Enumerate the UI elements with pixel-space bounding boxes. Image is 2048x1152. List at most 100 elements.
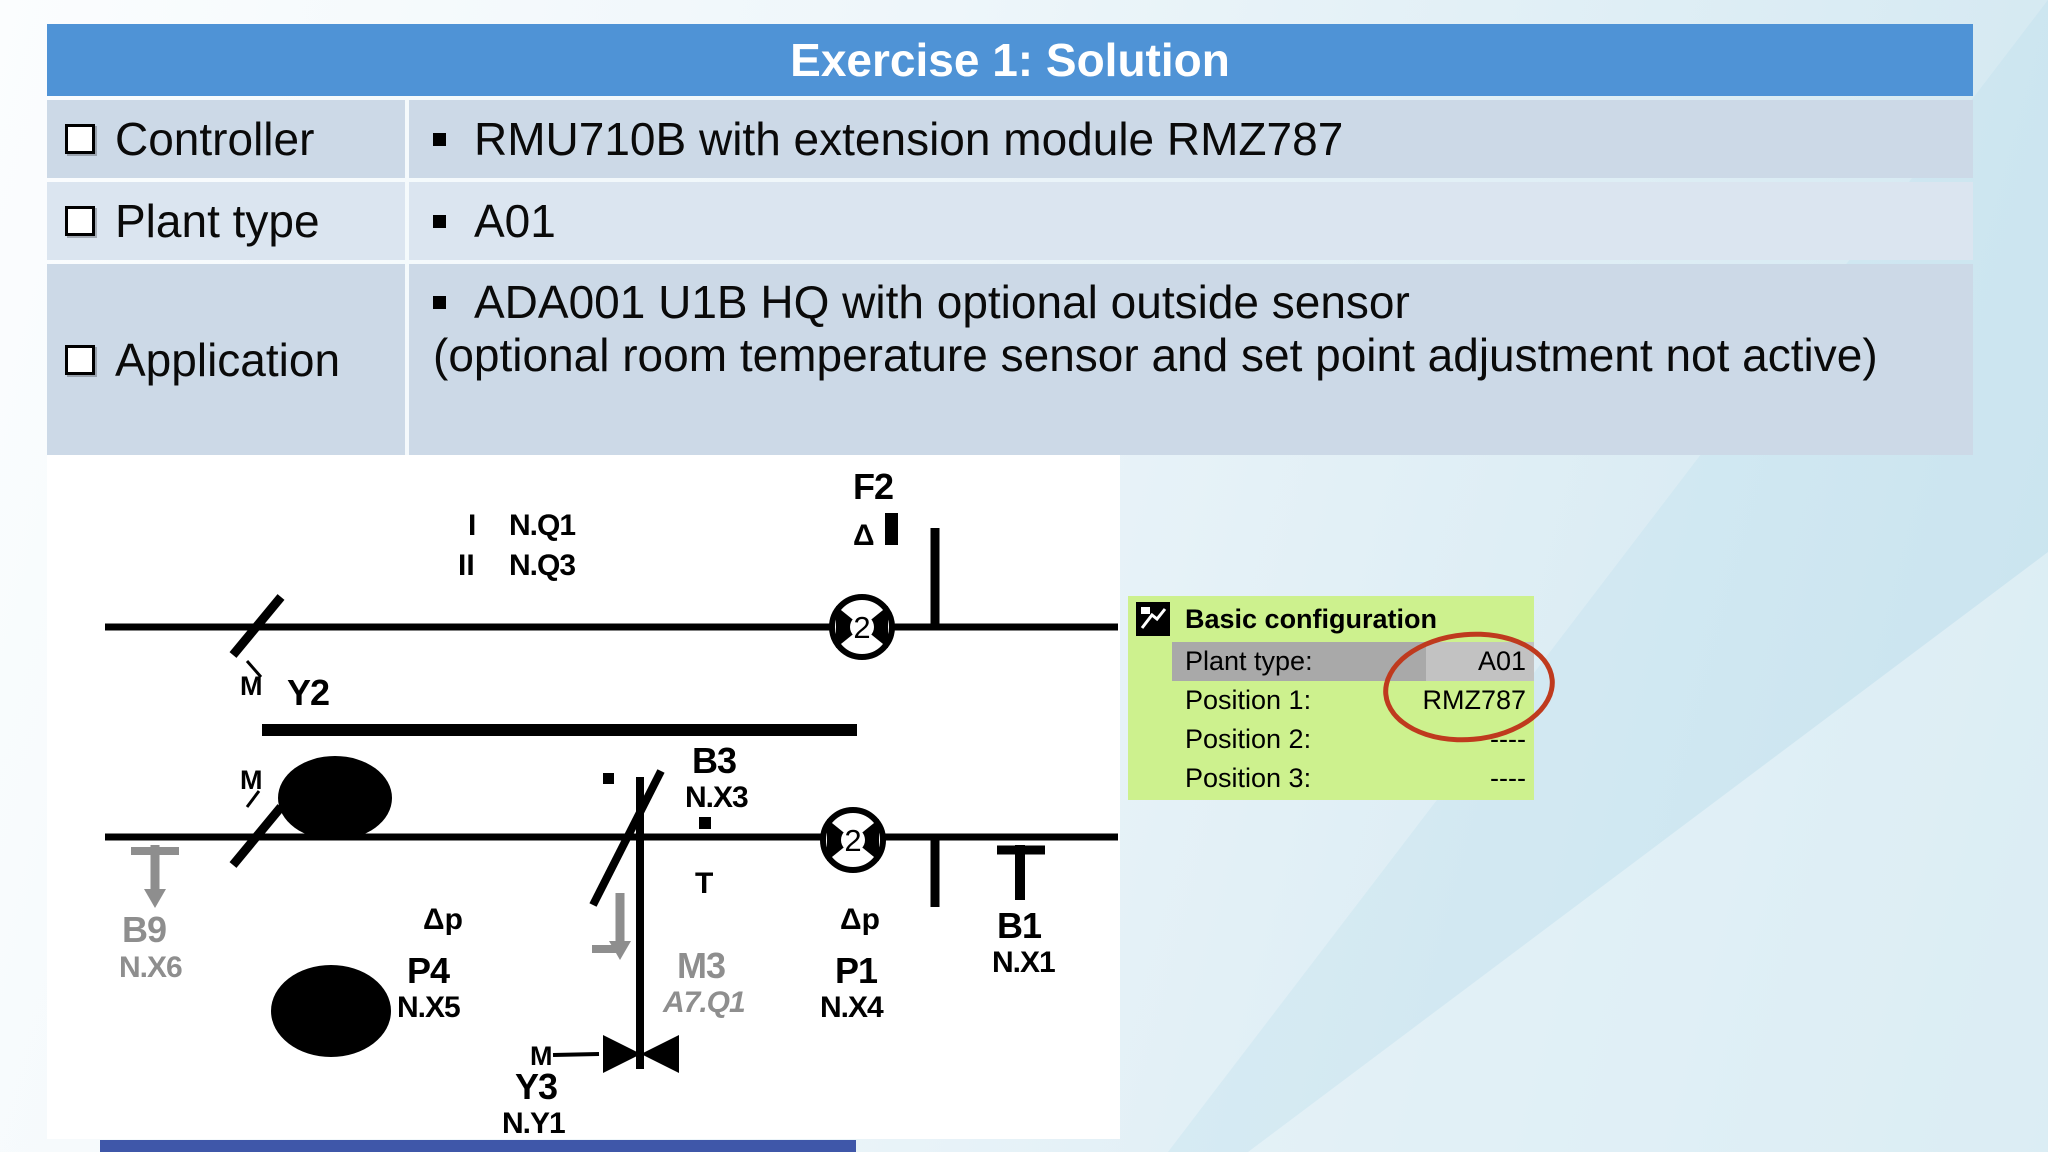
f2-pressure-monitor: F2 Δ [853,466,898,552]
m3-terminal: A7.Q1 [662,986,745,1019]
square-bullet-icon [433,296,446,310]
y3-tag: Y3 [515,1066,557,1107]
fan-stage-1-output: N.Q1 [509,509,575,542]
fan-blade-icon [836,606,862,648]
application-label-cell: Application [47,264,405,455]
config-value: ---- [1490,763,1526,793]
sensor-arrow-icon [144,889,166,908]
plant-type-value-cell: A01 [409,182,1973,260]
p4-delta-p-symbol: Δp [423,903,463,936]
config-value: ---- [1490,724,1526,754]
config-row-position-3: Position 3: ---- [1172,759,1534,798]
p1-tag: P1 [835,950,878,991]
b3-t-symbol: T [695,867,713,900]
mixing-section-symbol [278,756,392,840]
b1-temperature-sensor: B1 N.X1 [992,845,1056,979]
checkbox-bullet-icon [65,344,95,375]
solution-table: Exercise 1: Solution Controller RMU710B … [47,24,1973,455]
footer-accent-bar [100,1140,856,1152]
fan-stage-2: II [458,549,475,582]
application-note: (optional room temperature sensor and se… [433,329,1878,382]
table-title: Exercise 1: Solution [47,24,1973,96]
checkbox-bullet-icon [65,124,95,154]
config-label: Position 2: [1185,724,1312,754]
fan-hub [841,828,865,852]
table-row-application: Application ADA001 U1B HQ with optional … [47,264,1973,455]
square-bullet-icon [433,132,446,146]
config-row-position-2: Position 2: ---- [1172,720,1534,759]
coil-section-symbol [271,965,391,1057]
air-filter [589,769,665,1069]
plant-type-label: Plant type [115,195,320,247]
config-label: Position 3: [1185,763,1312,793]
config-title: Basic configuration [1185,603,1438,634]
fan-blade-icon [853,819,879,861]
p1-pressure-sensor: Δp P1 N.X4 [820,903,885,1024]
plant-schematic: I N.Q1 II N.Q3 F2 Δ M Y2 [105,466,1118,1140]
recirculation-damper: M [229,765,285,868]
y2-tag: Y2 [287,672,329,713]
fan-blade-icon [827,819,853,861]
plant-schematic-panel: I N.Q1 II N.Q3 F2 Δ M Y2 [47,455,1120,1140]
f2-delta-symbol: Δ [853,519,875,552]
plant-type-value: A01 [474,195,556,247]
checkbox-bullet-icon [65,206,95,236]
y3-actuator-m: M [530,1041,553,1071]
y3-valve: M Y3 N.Y1 [502,1035,679,1140]
config-label: Position 1: [1185,685,1312,715]
basic-configuration-panel: Basic configuration Plant type: A01 Posi… [1128,596,1560,800]
b9-terminal: N.X6 [119,951,182,984]
valve-body-icon [641,1035,679,1073]
valve-body-icon [603,1035,641,1073]
damper-blade-icon [229,594,285,658]
application-label: Application [115,333,341,386]
config-row-plant-type: Plant type: A01 [1172,642,1534,681]
fan-hub [850,615,874,639]
controller-label: Controller [115,113,315,165]
configuration-icon [1136,602,1170,636]
y2-actuator-m: M [240,671,263,701]
m3-pump: M3 A7.Q1 [592,893,746,1019]
f2-tag: F2 [853,466,893,507]
application-value-line: ADA001 U1B HQ with optional outside sens… [433,276,1973,329]
p1-delta-p-symbol: Δp [840,903,880,936]
b1-terminal: N.X1 [992,946,1055,979]
application-value: ADA001 U1B HQ with optional outside sens… [474,276,1410,328]
y2-damper: M Y2 [229,594,330,713]
p4-pressure-sensor: Δp P4 N.X5 [397,903,463,1024]
p4-terminal: N.X5 [397,991,460,1024]
fan-stage-1: I [468,509,476,542]
config-value: A01 [1425,642,1534,681]
sensor-tick [699,817,711,829]
table-row-plant-type: Plant type A01 [47,182,1973,260]
m3-tag: M3 [677,945,725,986]
config-value: RMZ787 [1422,685,1526,715]
b3-terminal: N.X3 [685,781,748,814]
b9-tag: B9 [122,909,166,950]
controller-value-cell: RMU710B with extension module RMZ787 [409,100,1973,178]
filter-tick [603,773,614,784]
fan-stage-2-output: N.Q3 [509,549,575,582]
b9-outside-sensor: B9 N.X6 [119,845,183,984]
config-row-position-1: Position 1: RMZ787 [1172,681,1534,720]
square-bullet-icon [433,214,446,228]
config-title-row: Basic configuration [1128,596,1534,642]
supply-fan: 2 [820,807,886,873]
actuator-link [245,660,263,678]
actuator-link [245,790,261,808]
controller-label-cell: Controller [47,100,405,178]
y3-terminal: N.Y1 [502,1107,565,1139]
f2-flag-icon [885,513,898,545]
b1-tag: B1 [997,905,1042,946]
extract-fan: 2 [829,594,895,660]
config-label: Plant type: [1185,646,1313,676]
p4-tag: P4 [407,950,450,991]
b3-temperature-sensor: B3 N.X3 T [685,740,749,900]
fan-speed-count: 2 [844,823,861,858]
damper2-actuator-m: M [240,765,263,795]
p1-terminal: N.X4 [820,991,884,1024]
application-value-cell: ADA001 U1B HQ with optional outside sens… [409,264,1973,455]
plant-type-label-cell: Plant type [47,182,405,260]
fan-speed-count: 2 [853,610,870,645]
